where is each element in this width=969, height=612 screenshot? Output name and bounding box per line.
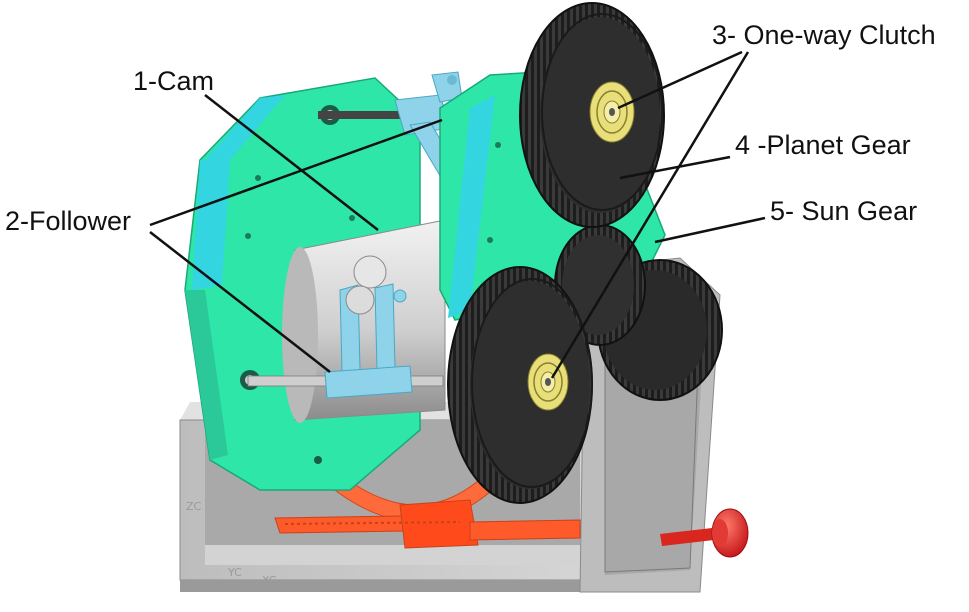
leader-sun-gear [654, 216, 766, 244]
axis-tag-xc: XC [262, 574, 277, 587]
label-one-way-clutch: 3- One-way Clutch [712, 20, 936, 50]
leader-planet-gear [619, 155, 731, 180]
label-planet-gear: 4 -Planet Gear [735, 130, 911, 160]
label-sun-gear: 5- Sun Gear [770, 196, 918, 226]
label-cam: 1-Cam [133, 66, 215, 96]
knob-assembly [660, 508, 749, 558]
clutch-top [589, 81, 635, 143]
leader-clutch-bottom [550, 51, 750, 379]
follower-lower [324, 283, 413, 399]
leader-follower-lower [149, 231, 331, 373]
leader-cam [204, 94, 379, 231]
axis-tag-zc: ZC [186, 500, 202, 513]
planet-gear-top [519, 2, 665, 228]
planet-gear-bottom [447, 266, 593, 504]
leader-clutch-top [617, 50, 743, 110]
leader-follower-upper [149, 118, 443, 227]
label-follower: 2-Follower [5, 206, 132, 236]
axis-tag-yc: YC [228, 566, 242, 579]
leader-lines [149, 50, 766, 379]
